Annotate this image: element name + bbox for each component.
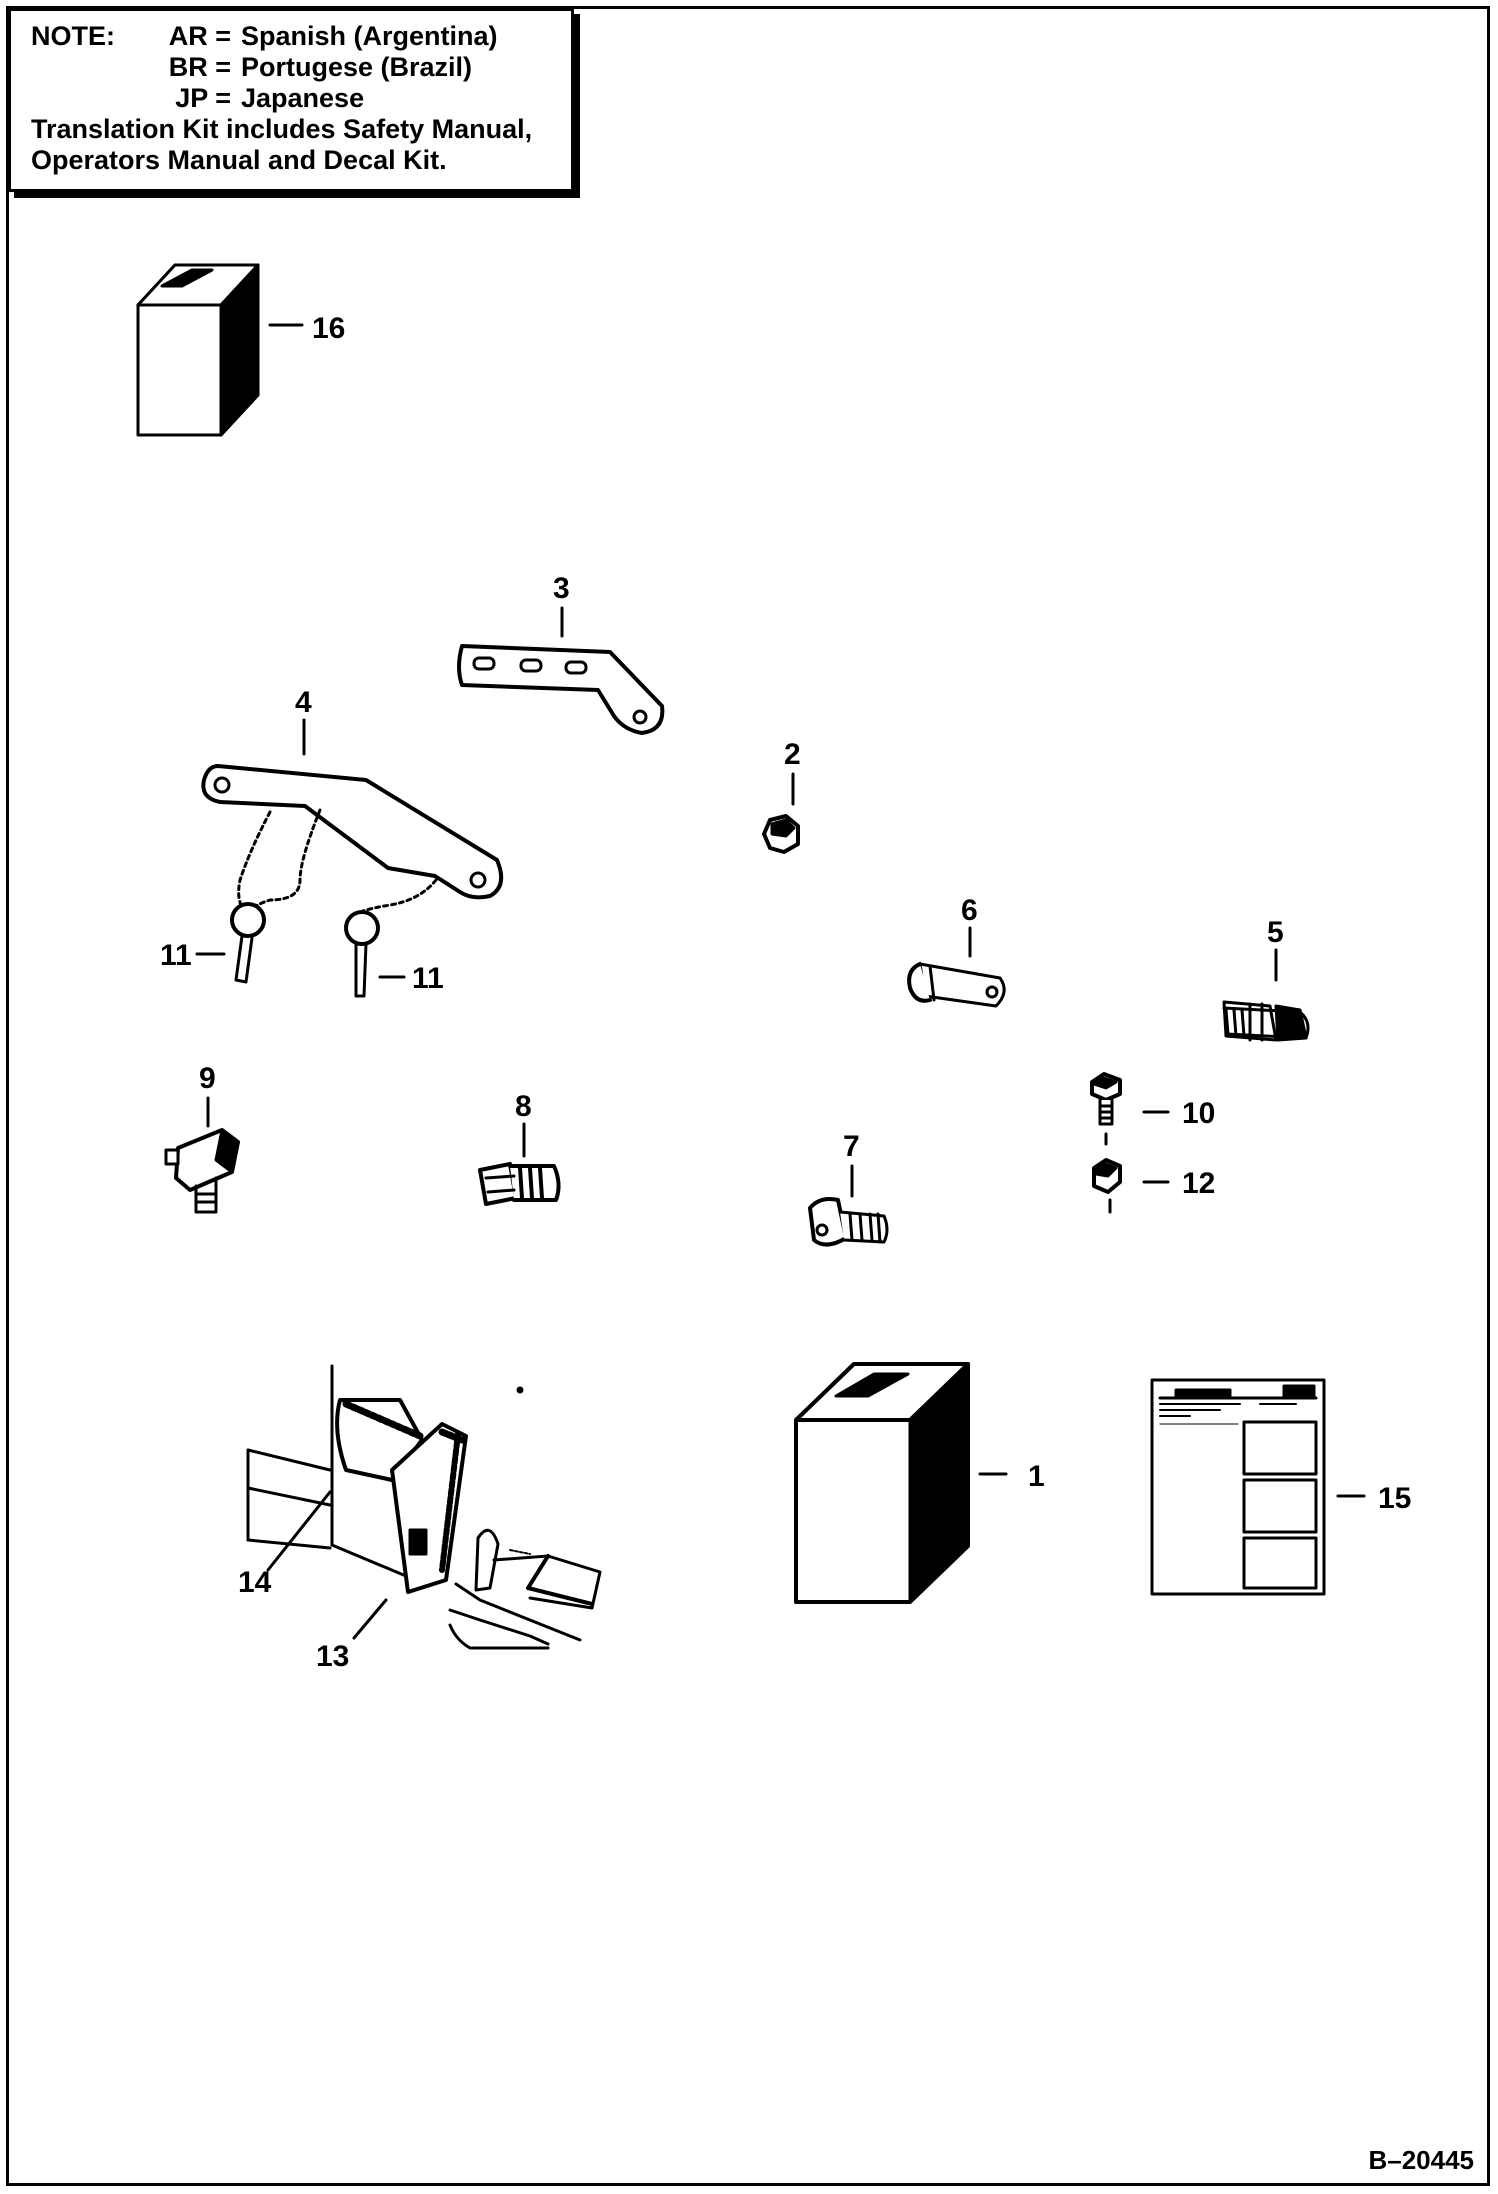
page-frame bbox=[6, 6, 1490, 2186]
quick-coupler-8-icon bbox=[478, 1162, 561, 1206]
bolt-10-icon bbox=[1090, 1072, 1122, 1126]
callout-3: 3 bbox=[553, 572, 570, 605]
lanyard-chain-left-b bbox=[248, 808, 322, 912]
link-bar-4-icon bbox=[201, 764, 504, 900]
hex-nut-2-icon bbox=[762, 814, 800, 854]
translation-note-box: NOTE: AR = Spanish (Argentina) BR = Port… bbox=[8, 8, 574, 192]
note-language: Japanese bbox=[241, 83, 365, 113]
callout-5: 5 bbox=[1267, 916, 1284, 949]
callout-11-right: 11 bbox=[412, 962, 444, 995]
ring-pin-11-left-icon bbox=[230, 902, 266, 984]
drawing-number: B–20445 bbox=[1368, 2145, 1474, 2175]
clevis-pin-6-icon bbox=[907, 962, 1006, 1008]
leader-13 bbox=[352, 1598, 388, 1640]
bracket-3-icon bbox=[457, 644, 665, 735]
lanyard-chain-left bbox=[237, 810, 272, 912]
note-kit-line-2: Operators Manual and Decal Kit. bbox=[31, 145, 447, 175]
manual-book-large-icon bbox=[794, 1362, 970, 1604]
note-language: Spanish (Argentina) bbox=[241, 21, 498, 51]
instruction-sheet-15-icon bbox=[1150, 1378, 1326, 1596]
callout-6: 6 bbox=[961, 894, 978, 927]
callout-15: 15 bbox=[1378, 1482, 1411, 1515]
callout-13: 13 bbox=[316, 1640, 349, 1673]
switch-9-icon bbox=[164, 1128, 240, 1214]
note-row-ar: NOTE: AR = Spanish (Argentina) bbox=[31, 21, 571, 52]
callout-9: 9 bbox=[199, 1062, 216, 1095]
note-language: Portugese (Brazil) bbox=[241, 52, 473, 82]
leader-14 bbox=[266, 1490, 332, 1572]
plug-7-icon bbox=[808, 1197, 889, 1247]
callout-10: 10 bbox=[1182, 1097, 1215, 1130]
note-kit-line-1: Translation Kit includes Safety Manual, bbox=[31, 114, 533, 144]
note-code: BR = bbox=[168, 52, 231, 82]
callout-11-left: 11 bbox=[160, 939, 192, 972]
hydraulic-fitting-5-icon bbox=[1222, 1000, 1310, 1042]
manual-book-small-icon bbox=[136, 263, 260, 437]
callout-4: 4 bbox=[295, 686, 312, 719]
note-code: JP = bbox=[175, 83, 231, 113]
lanyard-chain-right bbox=[353, 878, 438, 917]
note-row-br: BR = Portugese (Brazil) bbox=[31, 52, 571, 83]
note-row-jp: JP = Japanese bbox=[31, 83, 571, 114]
callout-7: 7 bbox=[843, 1130, 860, 1163]
callout-16: 16 bbox=[312, 312, 345, 345]
note-label: NOTE: bbox=[31, 21, 115, 51]
callout-8: 8 bbox=[515, 1090, 532, 1123]
mounting-assembly-13-14-icon bbox=[246, 1364, 602, 1650]
callout-14: 14 bbox=[238, 1566, 272, 1599]
ring-pin-11-right-icon bbox=[344, 910, 380, 998]
note-code: AR = bbox=[168, 21, 231, 51]
callout-12: 12 bbox=[1182, 1167, 1215, 1200]
callout-2: 2 bbox=[784, 738, 801, 771]
callout-1: 1 bbox=[1028, 1460, 1045, 1493]
dot-mark bbox=[516, 1386, 524, 1394]
nut-12-icon bbox=[1092, 1158, 1122, 1194]
